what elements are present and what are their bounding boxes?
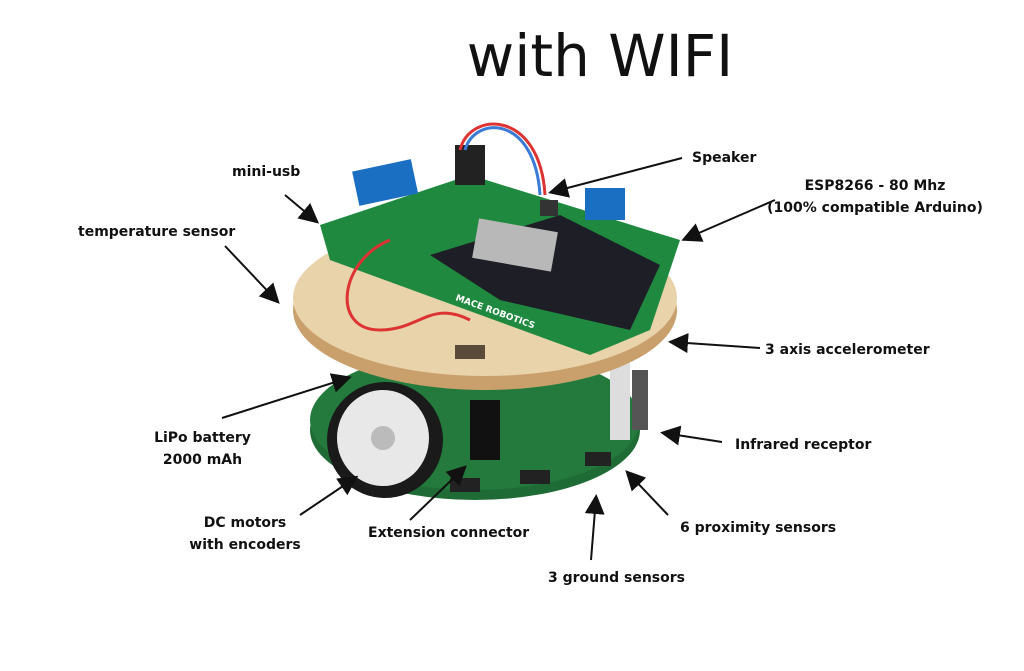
ground-sensor (585, 452, 611, 466)
label-ground-sensors: 3 ground sensors (548, 570, 685, 586)
arrow-ground-sensors (584, 494, 605, 561)
label-proximity-sensors: 6 proximity sensors (680, 520, 837, 536)
terminal-block (352, 159, 419, 206)
arrow-temperature-sensor (224, 245, 280, 304)
label-dc-motors: DC motors with encoders (180, 512, 310, 556)
wheel (327, 382, 443, 498)
arrow-mini-usb (284, 194, 320, 224)
esp-module (472, 218, 558, 272)
extension-connector (470, 400, 500, 460)
label-infrared: Infrared receptor (735, 437, 872, 453)
label-lipo-line2: 2000 mAh (162, 452, 243, 468)
top-pcb: MACE ROBOTICS (320, 122, 680, 355)
label-lipo-battery: LiPo battery 2000 mAh (150, 427, 255, 471)
arrow-lipo-battery (221, 373, 352, 419)
arrow-accelerometer (668, 333, 761, 354)
arrow-proximity-sensors (625, 470, 669, 516)
label-esp8266: ESP8266 - 80 Mhz (100% compatible Arduin… (758, 175, 992, 219)
label-speaker: Speaker (692, 150, 757, 166)
label-extension-connector: Extension connector (368, 525, 530, 541)
figure-title: with WIFI (466, 22, 734, 90)
label-motors-line2: with encoders (189, 537, 301, 553)
label-lipo-line1: LiPo battery (154, 430, 251, 446)
ground-sensor (520, 470, 550, 484)
arrow-dc-motors (299, 475, 359, 516)
label-esp8266-line2: (100% compatible Arduino) (767, 200, 983, 216)
label-esp8266-line1: ESP8266 - 80 Mhz (804, 178, 946, 194)
ground-sensor (450, 478, 480, 492)
label-temperature-sensor: temperature sensor (78, 224, 236, 240)
arrow-speaker (548, 157, 683, 198)
speaker (540, 200, 558, 216)
arrow-infrared (660, 425, 723, 446)
label-accelerometer: 3 axis accelerometer (765, 342, 930, 358)
arrow-esp8266 (681, 199, 776, 242)
label-mini-usb: mini-usb (232, 164, 301, 180)
label-motors-line1: DC motors (203, 515, 287, 531)
arrow-extension-connector (409, 465, 467, 521)
terminal-block (585, 188, 625, 220)
